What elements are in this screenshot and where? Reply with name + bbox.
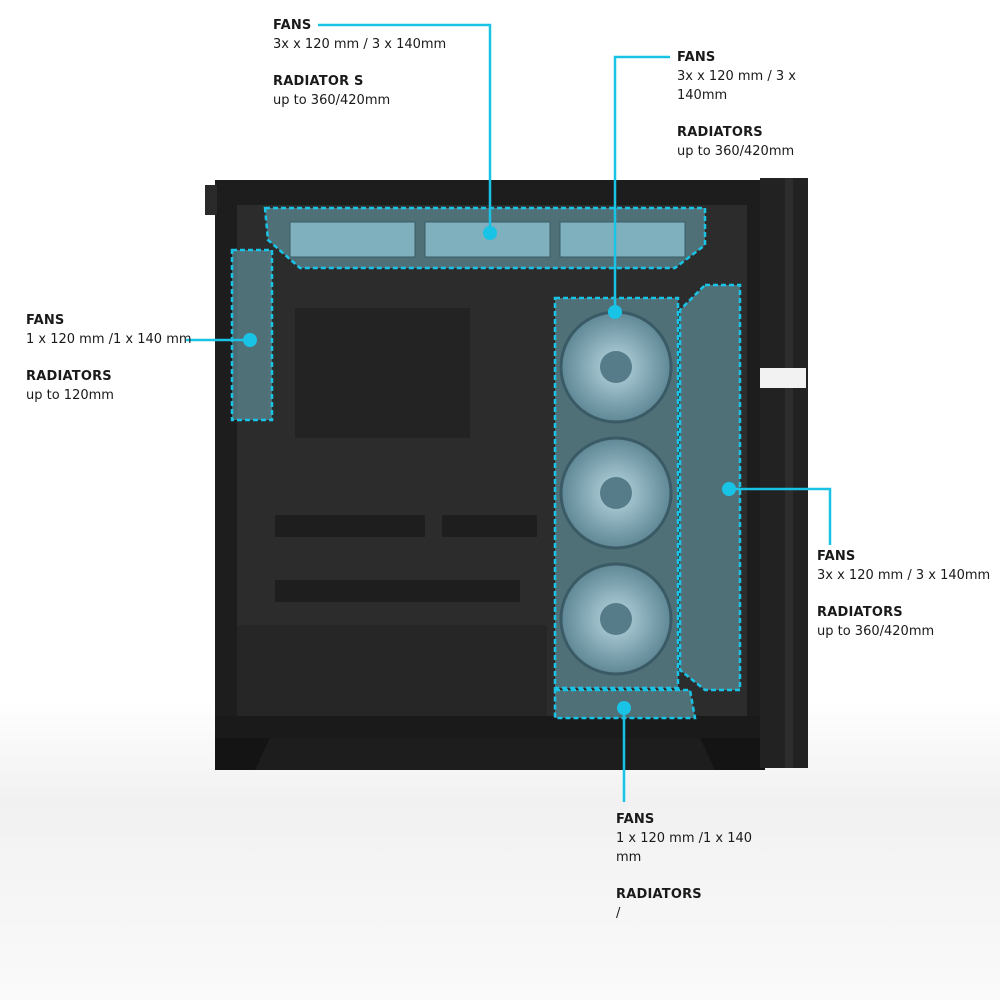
- label-value: 3x x 120 mm / 3 x 140mm: [273, 37, 447, 52]
- psu-shroud: [237, 625, 547, 717]
- label-value: 3x x 120 mm / 3 x 140mm: [817, 568, 991, 583]
- foot-right: [700, 738, 765, 770]
- label-value: mm: [616, 850, 642, 865]
- label-value: 140mm: [677, 88, 728, 103]
- label-title: FANS: [273, 18, 312, 33]
- label-value: 1 x 120 mm /1 x 140: [616, 831, 753, 846]
- callout-front: FANS 3x x 120 mm / 3 x 140mm RADIATORS u…: [677, 48, 796, 161]
- label-title: RADIATORS: [616, 887, 702, 902]
- callout-dots: [243, 226, 736, 715]
- label-value: 1 x 120 mm /1 x 140 mm: [26, 332, 192, 347]
- label-title: RADIATORS: [677, 125, 763, 140]
- label-value: /: [616, 906, 621, 921]
- label-title: RADIATORS: [817, 605, 903, 620]
- callout-rear: FANS 1 x 120 mm /1 x 140 mm RADIATORS up…: [26, 311, 192, 405]
- foot-left: [215, 738, 270, 770]
- motherboard-cutout: [295, 308, 470, 438]
- label-title: FANS: [817, 549, 856, 564]
- label-value: up to 120mm: [26, 388, 114, 403]
- callout-bottom: FANS 1 x 120 mm /1 x 140 mm RADIATORS /: [616, 810, 752, 923]
- label-title: FANS: [26, 313, 65, 328]
- label-title: FANS: [677, 50, 716, 65]
- label-value: up to 360/420mm: [817, 624, 935, 639]
- callout-top: FANS 3x x 120 mm / 3 x 140mm RADIATOR S …: [273, 16, 446, 110]
- callout-side: FANS 3x x 120 mm / 3 x 140mm RADIATORS u…: [817, 547, 990, 641]
- front-fans: [559, 310, 673, 676]
- label-value: 3x x 120 mm / 3 x: [677, 69, 796, 84]
- front-panel-light: [760, 368, 806, 388]
- label-title: FANS: [616, 812, 655, 827]
- front-panel: [760, 178, 808, 768]
- label-title: RADIATORS: [26, 369, 112, 384]
- label-title: RADIATOR S: [273, 74, 364, 89]
- label-value: up to 360/420mm: [677, 144, 795, 159]
- label-value: up to 360/420mm: [273, 93, 391, 108]
- callout-lines: [186, 23, 832, 802]
- side-radiator-zone: [678, 283, 742, 692]
